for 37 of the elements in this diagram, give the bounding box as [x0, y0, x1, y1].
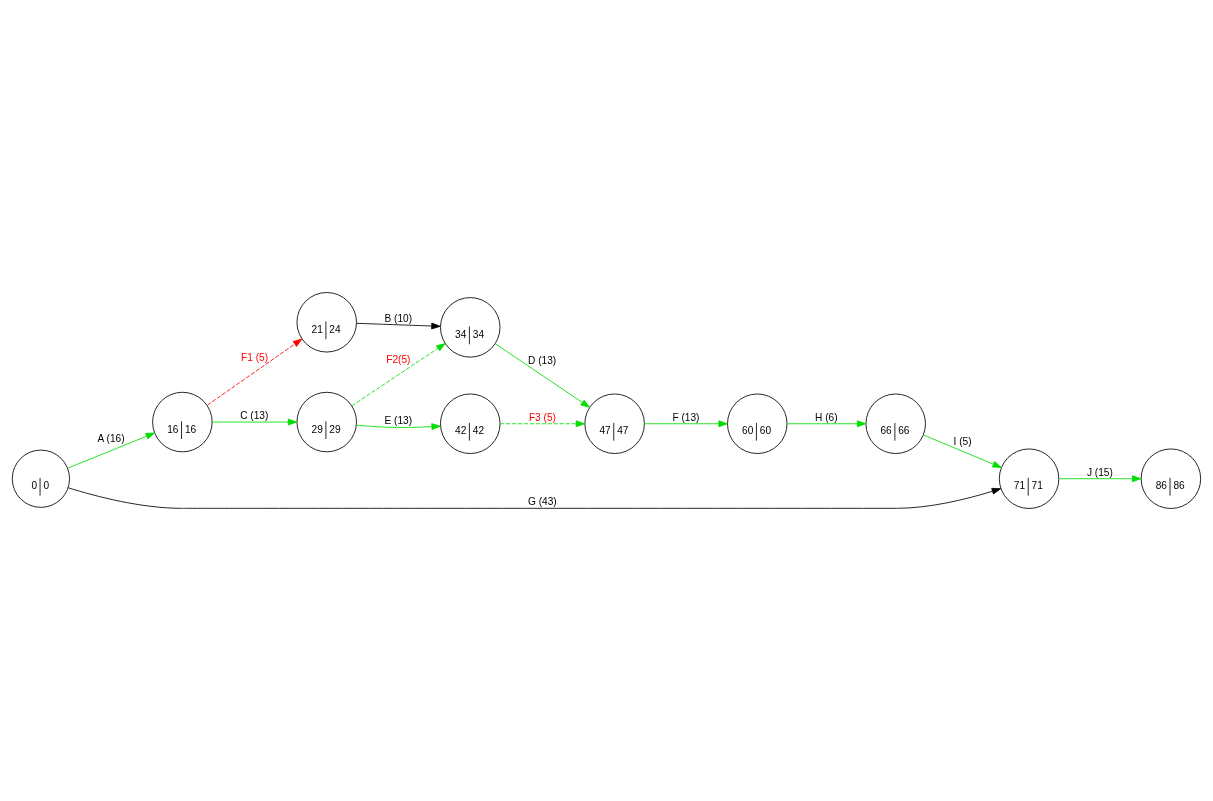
edge-label: D (13): [528, 355, 557, 367]
arrow: [356, 322, 441, 330]
arrow: [212, 418, 298, 426]
arrow: [923, 434, 1002, 468]
node-circle: 66 66: [865, 393, 926, 454]
node-circle: 60 60: [727, 393, 788, 454]
edge-label: G (43): [528, 496, 557, 508]
arrow: [494, 343, 590, 408]
node-circle: 0 0: [11, 449, 70, 508]
node-circle: 86 86: [1140, 448, 1202, 509]
edge-label: I (5): [953, 435, 972, 447]
arrow: [207, 338, 303, 406]
edge-label: E (13): [384, 415, 413, 427]
arrow: [644, 420, 728, 428]
node-circle: 16 16: [152, 391, 213, 453]
arrow: [787, 420, 867, 428]
node-circle: 21 24: [296, 292, 357, 353]
arrow: [67, 487, 1002, 509]
node-circle: 71 71: [998, 448, 1060, 509]
node-circle: 34 34: [440, 297, 501, 358]
edge-label: B (10): [384, 312, 413, 324]
edge-label: F (13): [672, 411, 700, 423]
edge-label: A (16): [97, 433, 125, 445]
arrow: [499, 420, 585, 428]
arrow: [67, 432, 155, 469]
edge-label: F2(5): [386, 354, 411, 366]
node-circle: 29 29: [296, 391, 357, 453]
edge-label: F1 (5): [241, 351, 269, 363]
edge-label: J (15): [1086, 466, 1113, 478]
node-circle: 42 42: [440, 393, 501, 454]
edge-label: C (13): [240, 410, 269, 422]
arrow: [356, 423, 441, 430]
arrow: [1058, 475, 1142, 483]
edge-label: F3 (5): [528, 411, 556, 423]
arrow: [351, 343, 446, 407]
node-circle: 47 47: [584, 393, 645, 454]
edge-label: H (6): [815, 411, 838, 423]
